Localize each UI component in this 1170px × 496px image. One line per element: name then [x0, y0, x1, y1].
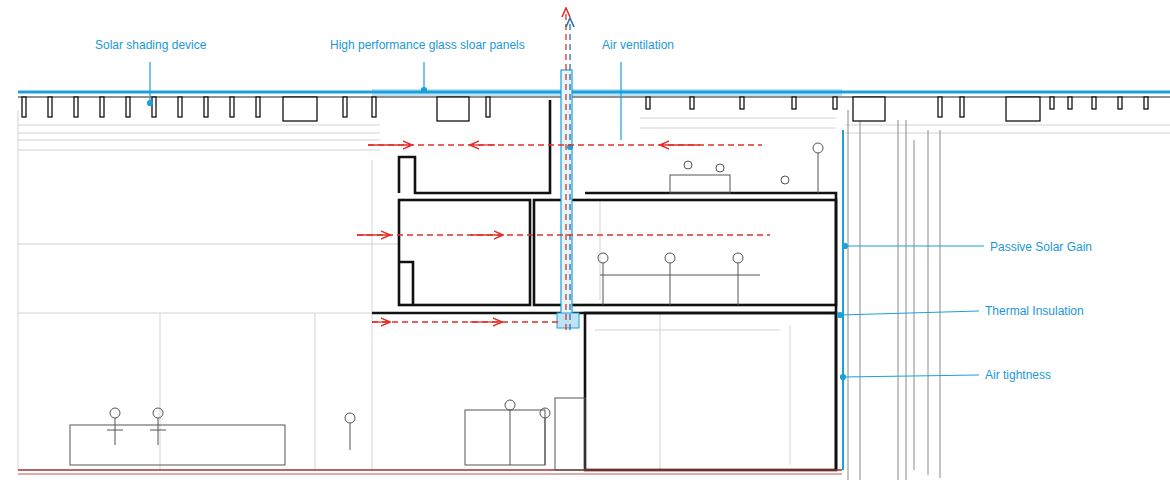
callout-label: Passive Solar Gain — [990, 240, 1092, 254]
callout-label: Thermal Insulation — [985, 304, 1084, 318]
callout-label: Air tightness — [985, 368, 1051, 382]
vent-duct — [557, 8, 579, 330]
callout-label: Air ventilation — [602, 38, 674, 52]
people — [70, 143, 823, 470]
shading-fins — [22, 97, 1148, 121]
ceiling-lattice — [18, 110, 1170, 470]
roof-line — [18, 91, 1170, 94]
callout-label: Solar shading device — [95, 38, 206, 52]
building-walls — [372, 100, 836, 470]
airflow-arrows — [357, 145, 770, 322]
leader-lines — [148, 62, 985, 470]
columns — [848, 110, 940, 480]
callout-label: High performance glass sloar panels — [330, 38, 525, 52]
